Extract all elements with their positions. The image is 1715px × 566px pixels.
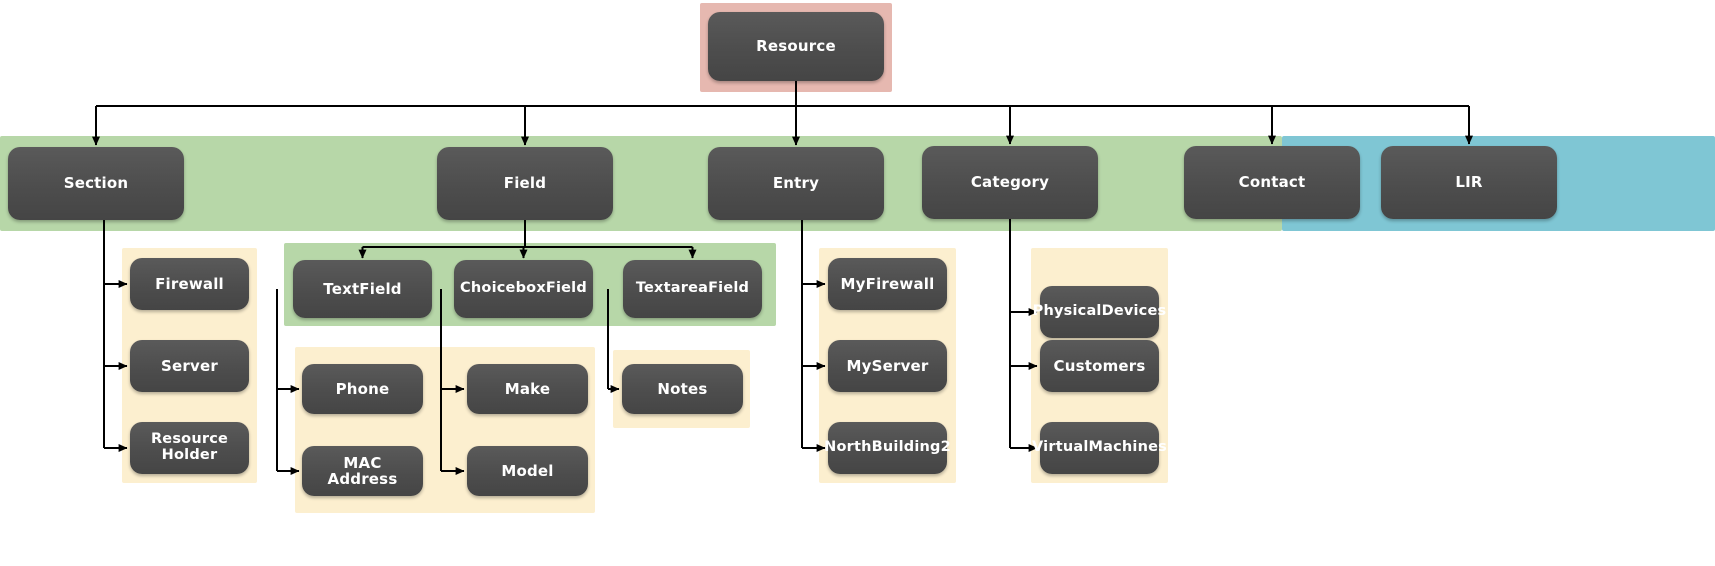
node-label: Category (970, 173, 1050, 192)
node-label: Phone (335, 379, 390, 398)
node-label: Field (503, 174, 547, 193)
node-choiceboxfield[interactable]: ChoiceboxField (454, 260, 593, 318)
node-textareafield[interactable]: TextareaField (623, 260, 762, 318)
node-label: Customers (1053, 356, 1146, 375)
node-label: MAC Address (327, 453, 398, 488)
node-phone[interactable]: Phone (302, 364, 423, 414)
node-make[interactable]: Make (467, 364, 588, 414)
node-model[interactable]: Model (467, 446, 588, 496)
node-label: Firewall (155, 274, 224, 293)
node-field[interactable]: Field (437, 147, 613, 220)
node-label: Entry (772, 174, 820, 193)
node-label: Resource Holder (150, 431, 229, 463)
node-label: Section (63, 174, 129, 193)
node-label: LIR (1455, 173, 1483, 192)
node-myserver[interactable]: MyServer (828, 340, 947, 392)
node-label: Server (161, 356, 218, 375)
node-label: TextareaField (635, 280, 750, 297)
node-resource[interactable]: Resource (708, 12, 884, 81)
node-virtualmachines[interactable]: VirtualMachines (1032, 422, 1167, 474)
node-notes[interactable]: Notes (622, 364, 743, 414)
node-label: Make (504, 379, 551, 398)
node-label: NorthBuilding2 (824, 439, 951, 456)
node-label: Notes (657, 379, 708, 398)
node-label: Resource (756, 37, 836, 56)
node-customers[interactable]: Customers (1040, 340, 1159, 392)
node-label: Model (501, 461, 554, 480)
node-label: MyServer (846, 356, 929, 375)
node-label: PhysicalDevices (1032, 303, 1167, 320)
node-label: Contact (1238, 173, 1306, 192)
node-label: MyFirewall (840, 274, 935, 293)
node-label: TextField (323, 279, 402, 298)
node-northbuilding2[interactable]: NorthBuilding2 (824, 422, 951, 474)
node-label: ChoiceboxField (460, 280, 587, 297)
node-lir[interactable]: LIR (1381, 146, 1557, 219)
node-label: VirtualMachines (1032, 439, 1167, 456)
node-physicaldevices[interactable]: PhysicalDevices (1033, 286, 1166, 338)
node-resource-holder[interactable]: Resource Holder (130, 422, 249, 474)
node-entry[interactable]: Entry (708, 147, 884, 220)
node-mac-address[interactable]: MAC Address (302, 446, 423, 496)
node-section[interactable]: Section (8, 147, 184, 220)
node-contact[interactable]: Contact (1184, 146, 1360, 219)
node-firewall[interactable]: Firewall (130, 258, 249, 310)
node-category[interactable]: Category (922, 146, 1098, 219)
node-server[interactable]: Server (130, 340, 249, 392)
node-textfield[interactable]: TextField (293, 260, 432, 318)
node-myfirewall[interactable]: MyFirewall (828, 258, 947, 310)
